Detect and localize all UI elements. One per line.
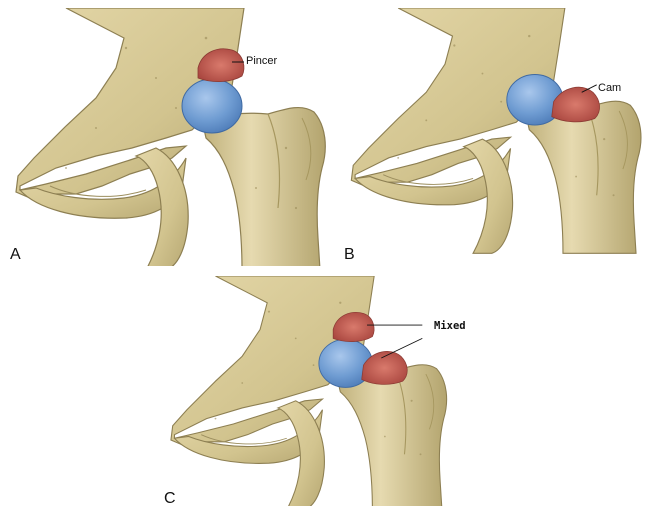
panel-letter-a: A bbox=[10, 246, 21, 264]
hip-illustration-c bbox=[162, 276, 492, 506]
panel-letter-b: B bbox=[344, 246, 355, 264]
cam-label: Cam bbox=[598, 82, 621, 94]
panel-a: Pincer A bbox=[6, 8, 336, 266]
panel-c: Mixed C bbox=[162, 276, 492, 506]
hip-illustration-b bbox=[342, 8, 651, 266]
hip-illustration-a bbox=[6, 8, 336, 266]
mixed-leader-line-lower bbox=[381, 338, 422, 358]
femoral-head bbox=[182, 79, 242, 133]
panel-letter-c: C bbox=[164, 490, 176, 506]
panel-b: Cam B bbox=[342, 8, 651, 266]
mixed-label: Mixed bbox=[434, 320, 466, 332]
pincer-label: Pincer bbox=[246, 55, 277, 67]
